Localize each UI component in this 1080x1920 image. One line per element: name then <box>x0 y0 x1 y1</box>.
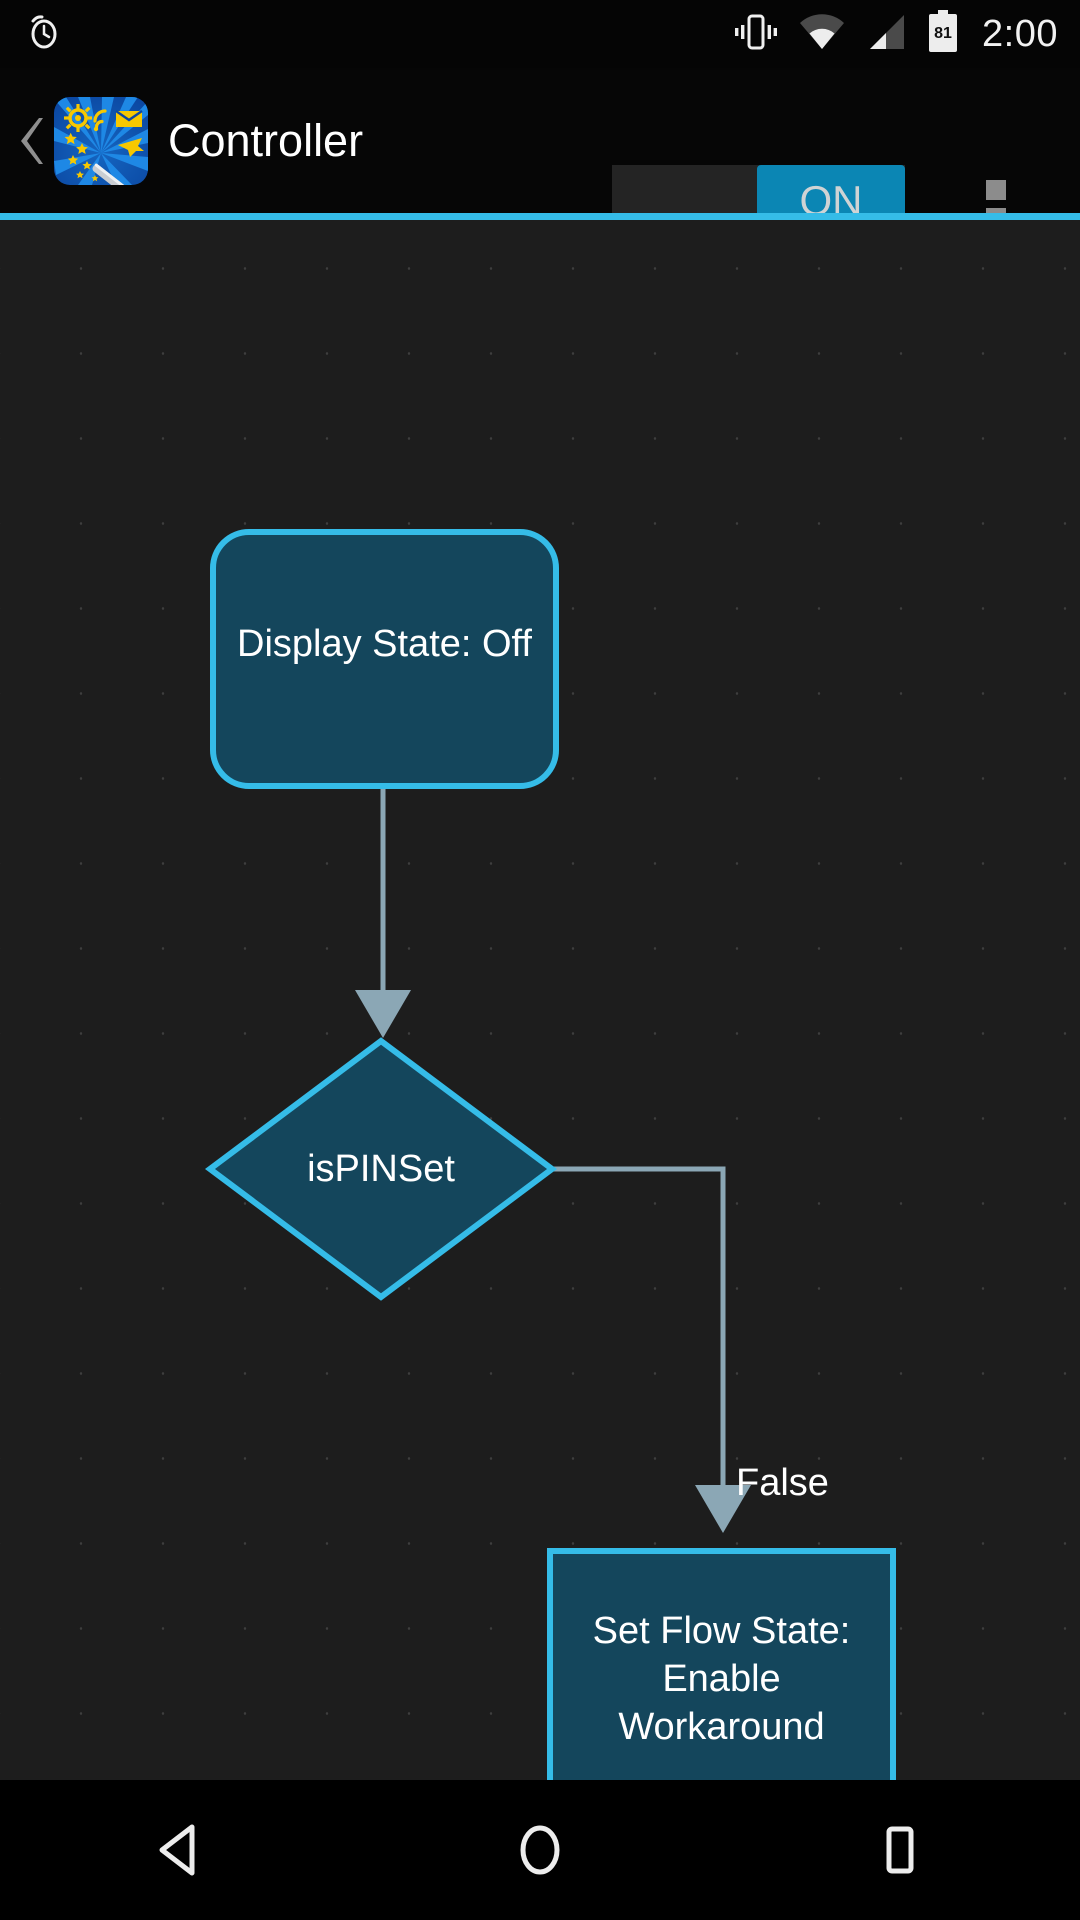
battery-icon: 81 <box>926 9 960 59</box>
app-icon[interactable] <box>52 96 150 185</box>
vibrate-mode-icon <box>732 11 780 58</box>
recents-square-icon[interactable] <box>830 1780 970 1920</box>
node-ispinset[interactable] <box>204 1037 558 1301</box>
home-circle-icon[interactable] <box>470 1780 610 1920</box>
status-bar: 81 2:00 <box>0 0 1080 68</box>
wifi-icon <box>798 11 846 58</box>
page-title: Controller <box>168 114 364 166</box>
battery-level-text: 81 <box>934 25 952 42</box>
back-navigation-icon[interactable] <box>10 114 50 168</box>
overflow-dot-1 <box>986 180 1006 200</box>
system-navigation-bar <box>0 1780 1080 1920</box>
status-bar-right: 81 2:00 <box>732 9 1080 59</box>
accent-divider <box>0 213 1080 220</box>
edge-label-false: False <box>736 1462 829 1504</box>
node-display-state[interactable] <box>210 529 559 789</box>
flow-canvas[interactable]: Display State: Off isPINSet Set Flow Sta… <box>0 220 1080 1780</box>
node-set-flow-state[interactable] <box>547 1548 896 1780</box>
cellular-signal-icon <box>864 11 908 58</box>
alarm-clock-icon <box>24 12 64 57</box>
status-bar-clock: 2:00 <box>982 12 1058 55</box>
back-triangle-icon[interactable] <box>110 1780 250 1920</box>
app-bar: Controller ON <box>0 68 1080 256</box>
edge-ispinset-false-to-set-flow-state[interactable] <box>552 1166 751 1533</box>
status-bar-left <box>0 12 64 57</box>
